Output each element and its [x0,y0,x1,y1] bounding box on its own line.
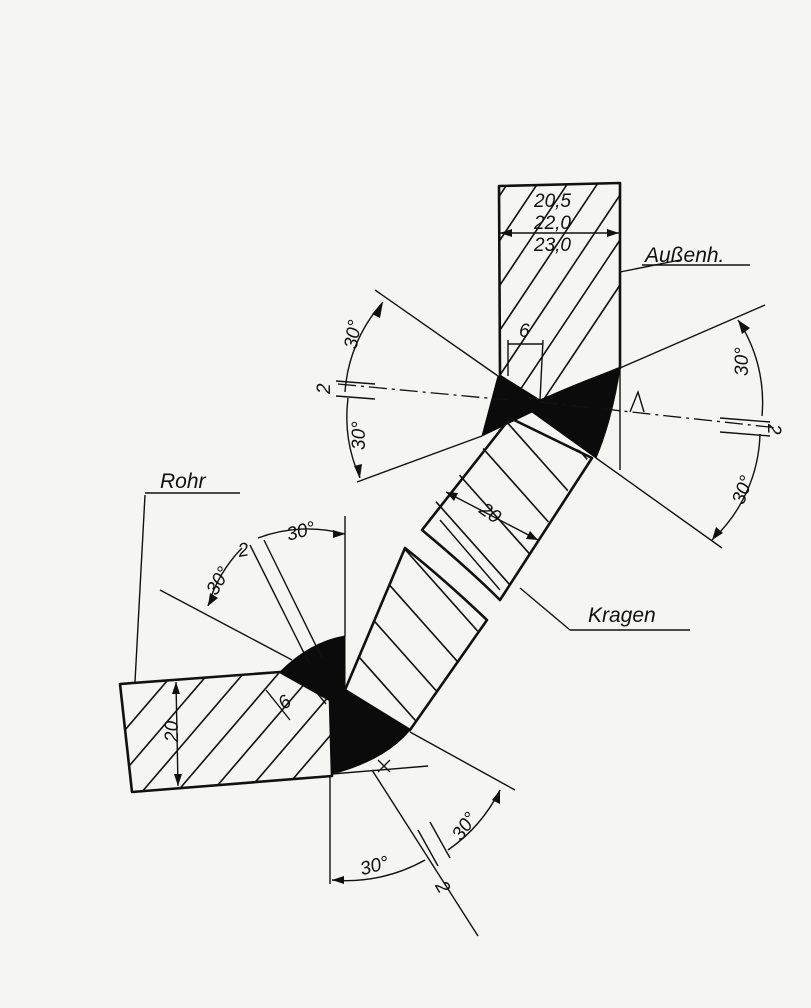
collar-thickness-label: 20 [474,498,505,528]
pipe: 20 Rohr 6 [118,470,334,794]
pipe-leader [134,494,146,683]
outer-part: 20,5 22,0 23,0 Außenh. 6 [497,181,750,403]
gap-label-ll: 2 [235,539,250,562]
thickness-label-2: 22,0 [533,213,571,234]
thickness-label-1: 20,5 [533,191,571,212]
upper-weld [481,367,621,459]
gap-label-ul: 2 [314,383,335,395]
angle-label-ur-bottom: 30° [728,473,758,508]
angle-label-ur-top: 30° [732,347,753,376]
gap-label-ur: 2 [763,423,784,435]
thickness-label-3: 23,0 [533,235,571,256]
pipe-thickness-label: 20 [162,720,183,743]
outer-part-hatch [499,183,620,401]
angle-group-upper-left: 30° 2 30° [314,289,509,483]
angle-label-ll-right: 30° [284,518,318,546]
root-face-label-upper: 6 [519,321,530,342]
root-face-label-lower: 6 [274,691,296,714]
lower-weld [279,635,411,775]
collar-thickness-dim [445,491,539,541]
collar-label: Kragen [588,604,656,627]
angle-label-ul-bottom: 30° [349,421,370,450]
angle-label-lr-right: 30° [448,809,482,845]
collar-leader [519,587,571,631]
pipe-label: Rohr [160,470,207,493]
angle-label-ul-top: 30° [341,318,367,350]
outer-part-label: Außenh. [643,244,724,267]
pipe-thickness-dim [175,681,179,787]
angle-label-ll-left: 30° [203,563,236,599]
outer-part-leader [619,259,681,273]
angle-group-lower-left: 30° 2 30° [159,516,346,666]
